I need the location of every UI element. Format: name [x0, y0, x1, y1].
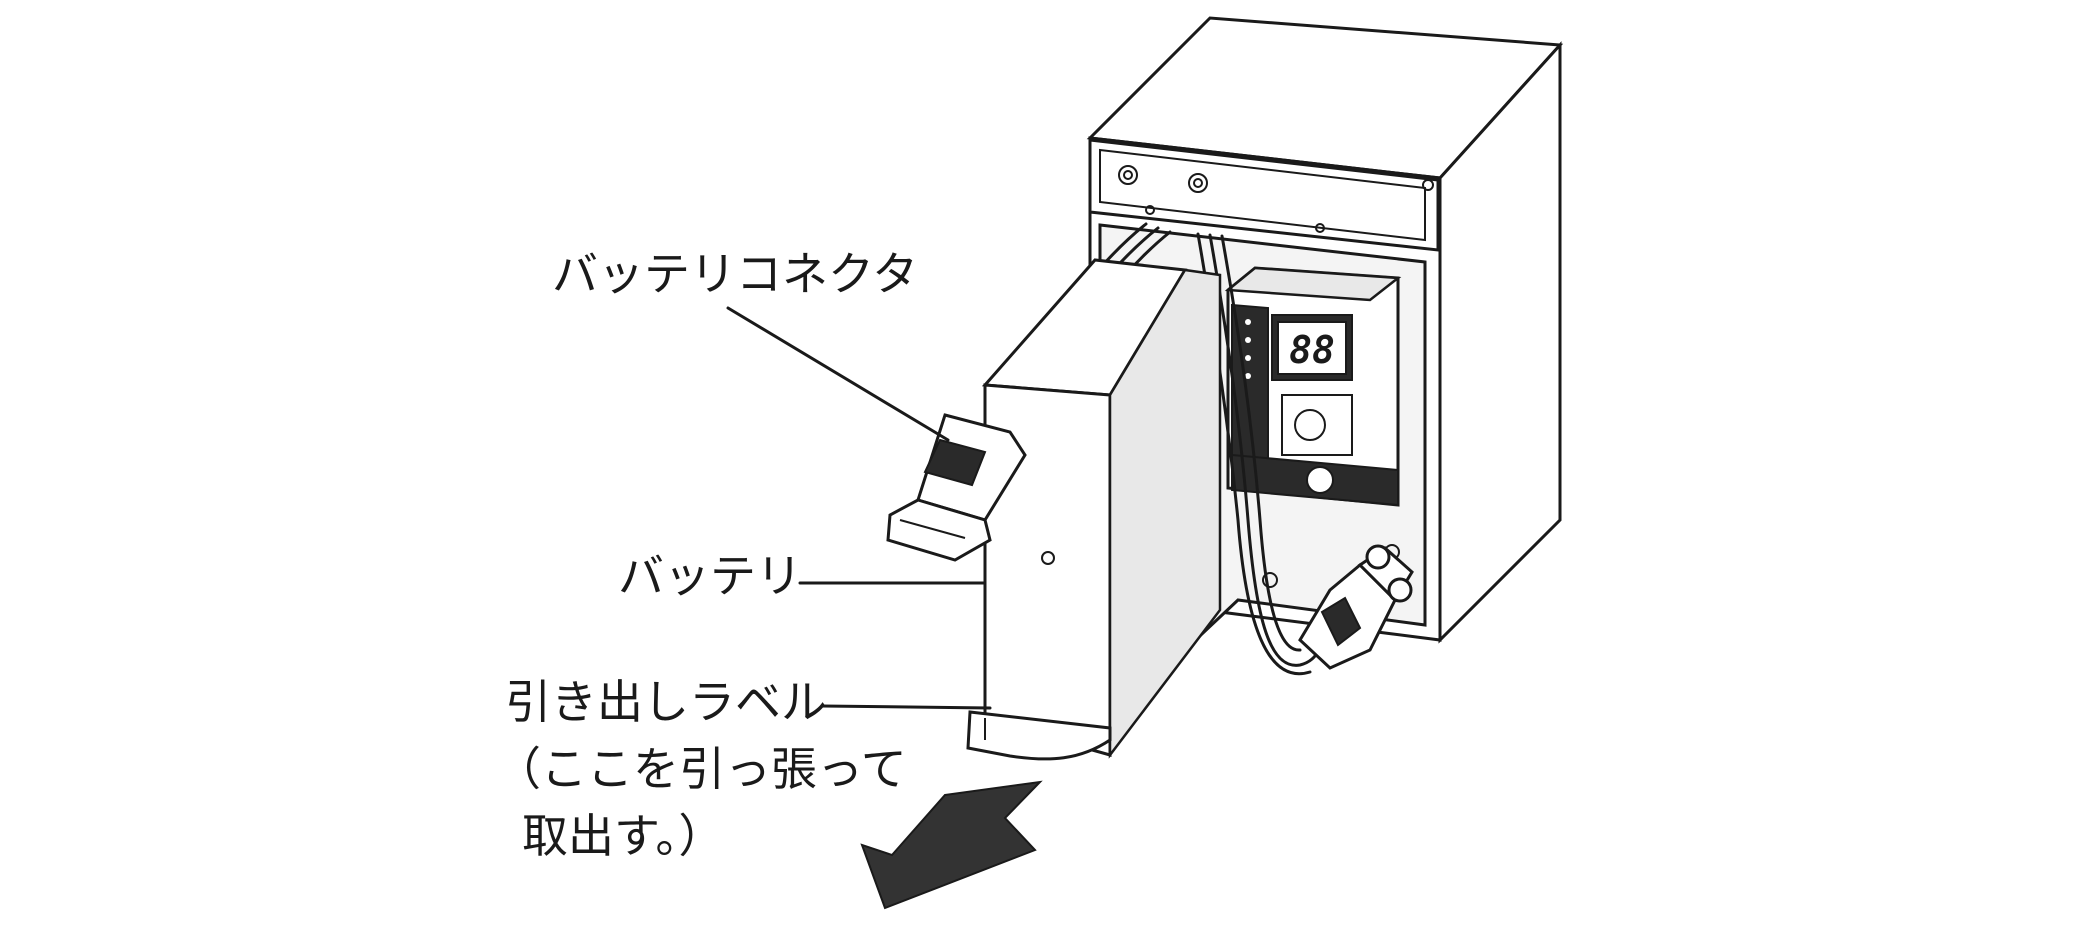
label-pull-tab-line1: 引き出しラベル	[505, 675, 827, 729]
label-battery-connector: バッテリコネクタ	[552, 247, 918, 301]
mating-connector	[1298, 544, 1414, 670]
label-pull-tab-line3: 取出す。）	[522, 809, 724, 863]
leader-battery-connector	[726, 306, 950, 442]
leader-lines	[726, 306, 992, 710]
battery-pack	[966, 258, 1222, 761]
leader-pull-label	[820, 704, 992, 710]
display-digits: 88	[1289, 328, 1335, 372]
label-pull-tab-line2: （ここを引っ張って	[495, 742, 907, 796]
battery-connector	[886, 413, 1027, 562]
control-panel: 88	[1224, 266, 1402, 507]
arrow-down-left-icon	[860, 780, 1043, 910]
label-battery: バッテリ	[618, 549, 802, 603]
panel-button-icon	[1294, 409, 1326, 441]
